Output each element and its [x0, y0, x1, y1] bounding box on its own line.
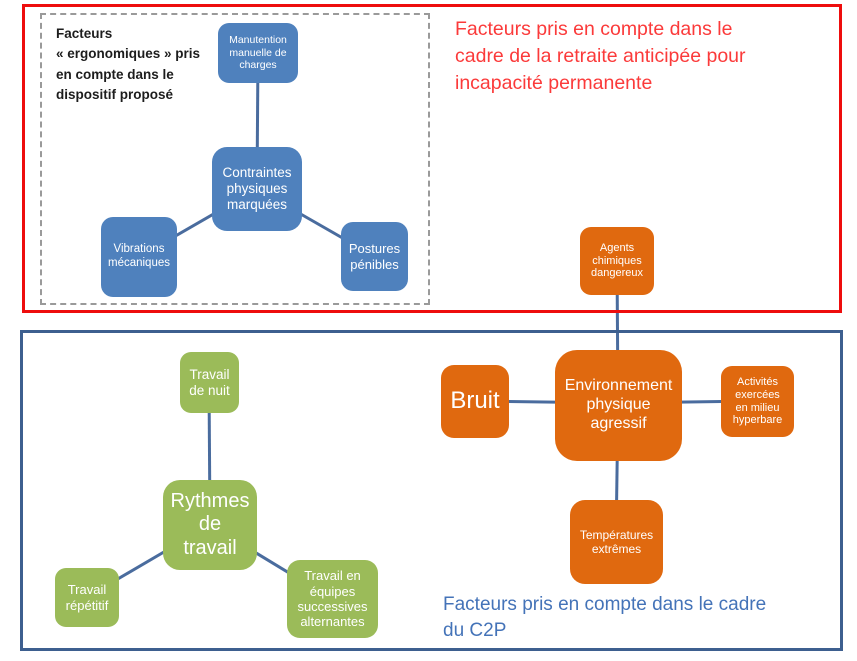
node-label: Vibrations mécaniques	[107, 243, 170, 269]
node-label: Manutention manuelle de charges	[229, 34, 287, 72]
node-label: Contraintes physiques marquées	[222, 165, 292, 212]
node-postures-penibles: Postures pénibles	[341, 222, 408, 291]
red-frame-retraite-anticipee	[22, 4, 842, 313]
node-activites-milieu-hyperbare: Activités exercées en milieu hyperbare	[721, 366, 794, 437]
blue-frame-c2p	[20, 330, 843, 651]
node-manutention-manuelle-de-charges: Manutention manuelle de charges	[218, 23, 298, 83]
node-label: Travail de nuit	[189, 366, 230, 398]
dashed-frame-ergonomiques	[40, 13, 430, 305]
node-temperatures-extremes: Températures extrêmes	[570, 500, 663, 584]
red-frame-title: Facteurs pris en compte dans le cadre de…	[455, 18, 746, 94]
node-label: Bruit	[450, 387, 500, 415]
node-travail-repetitif: Travail répétitif	[55, 568, 119, 627]
node-agents-chimiques-dangereux: Agents chimiques dangereux	[580, 227, 654, 295]
node-label: Travail en équipes successives alternant…	[297, 568, 368, 630]
node-travail-de-nuit: Travail de nuit	[180, 352, 239, 413]
node-label: Températures extrêmes	[579, 527, 654, 556]
node-label: Agents chimiques dangereux	[591, 241, 643, 280]
node-label: Rythmes de travail	[170, 489, 250, 559]
node-label: Travail répétitif	[65, 582, 109, 613]
dashed-frame-label: Facteurs « ergonomiques » pris en compte…	[56, 26, 201, 102]
blue-frame-title: Facteurs pris en compte dans le cadre du…	[443, 594, 767, 642]
node-rythmes-de-travail: Rythmes de travail	[163, 480, 257, 570]
node-label: Postures pénibles	[348, 241, 401, 272]
node-label: Activités exercées en milieu hyperbare	[732, 375, 783, 427]
node-vibrations-mecaniques: Vibrations mécaniques	[101, 217, 177, 297]
node-contraintes-physiques-marquees: Contraintes physiques marquées	[212, 147, 302, 231]
node-travail-equipes-successives-alternantes: Travail en équipes successives alternant…	[287, 560, 378, 638]
node-environnement-physique-agressif: Environnement physique agressif	[555, 350, 682, 461]
node-label: Environnement physique agressif	[564, 377, 673, 432]
node-bruit: Bruit	[441, 365, 509, 438]
